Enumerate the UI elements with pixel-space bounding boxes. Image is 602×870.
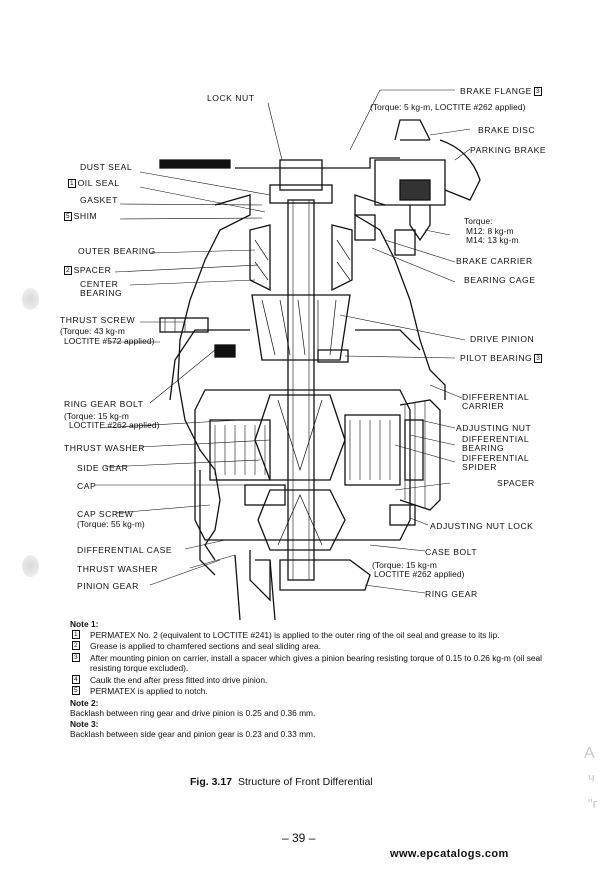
label-brake-carrier: BRAKE CARRIER [456, 256, 533, 266]
label-differential-case: DIFFERENTIAL CASE [77, 545, 173, 555]
scan-artifact: A [584, 745, 595, 762]
label-differential-spider-1: DIFFERENTIAL [462, 453, 530, 463]
note-mark: 3 [72, 652, 80, 662]
label-parking-brake: PARKING BRAKE [470, 145, 547, 155]
label-thrust-washer-1: THRUST WASHER [64, 443, 145, 453]
torque-right-2: M12: 8 kg-m [466, 226, 514, 236]
label-gasket: GASKET [80, 195, 118, 205]
label-cap-screw: CAP SCREW [77, 509, 134, 519]
label-case-bolt: CASE BOLT [425, 547, 478, 557]
label-bearing-cage: BEARING CAGE [464, 275, 536, 285]
thrust-screw-torque-1: (Torque: 43 kg-m [60, 326, 125, 336]
label-thrust-screw: THRUST SCREW [60, 315, 136, 325]
note3-title: Note 3: [70, 718, 99, 729]
note-mark-5: 5 [64, 212, 72, 221]
label-drive-pinion: DRIVE PINION [470, 334, 535, 344]
label-adjusting-nut-lock: ADJUSTING NUT LOCK [430, 521, 534, 531]
label-dust-seal: DUST SEAL [80, 162, 133, 172]
note-mark-2: 2 [64, 266, 72, 275]
label-differential-carrier-2: CARRIER [462, 401, 505, 411]
note-mark: 1 [72, 629, 80, 639]
label-side-gear: SIDE GEAR [77, 463, 129, 473]
note1-title: Note 1: [70, 619, 99, 629]
case-bolt-torque-1: (Torque: 15 kg-m [372, 560, 437, 570]
note-mark: 5 [72, 686, 80, 695]
label-differential-carrier-1: DIFFERENTIAL [462, 392, 530, 402]
label-differential-bearing-2: BEARING [462, 443, 505, 453]
torque-right-1: Torque: [464, 216, 493, 226]
scan-artifact: ч [588, 770, 595, 785]
note3-text: Backlash between side gear and pinion ge… [70, 729, 316, 739]
note-mark: 2 [72, 641, 80, 650]
label-ring-gear-bolt: RING GEAR BOLT [64, 399, 144, 409]
thrust-screw-torque-2: LOCTITE #572 applied) [64, 336, 155, 346]
label-center-bearing-2: BEARING [80, 288, 123, 298]
note2-text: Backlash between ring gear and drive pin… [70, 708, 316, 718]
label-cap: CAP [77, 481, 97, 491]
ring-gear-bolt-torque-2: LOCTITE #262 applied) [69, 420, 160, 430]
note2-title: Note 2: [70, 697, 99, 708]
label-thrust-washer-2: THRUST WASHER [77, 564, 158, 574]
ring-gear-bolt-torque-1: (Torque: 15 kg-m [64, 411, 129, 421]
label-differential-bearing-1: DIFFERENTIAL [462, 434, 530, 444]
note-mark: 4 [72, 674, 80, 684]
label-outer-bearing: OUTER BEARING [78, 246, 156, 256]
torque-right-3: M14: 13 kg-m [466, 235, 519, 245]
page-number: – 39 – [282, 831, 316, 845]
label-lock-nut: LOCK NUT [207, 93, 255, 103]
binder-hole [22, 555, 39, 577]
note-mark-1: 1 [68, 179, 76, 188]
note-mark-3: 3 [533, 87, 542, 96]
label-adjusting-nut: ADJUSTING NUT [456, 423, 532, 433]
website-watermark: www.epcatalogs.com [390, 848, 509, 860]
label-center-bearing-1: CENTER [80, 279, 119, 289]
label-differential-spider-2: SPIDER [462, 462, 497, 472]
label-ring-gear: RING GEAR [425, 589, 478, 599]
brake-flange-torque: (Torque: 5 kg-m, LOCTITE #262 applied) [370, 102, 526, 112]
label-brake-disc: BRAKE DISC [478, 125, 536, 135]
front-differential-drawing [95, 89, 481, 620]
note-mark-3b: 3 [534, 354, 542, 363]
scan-artifact: "г [588, 796, 598, 811]
label-pinion-gear: PINION GEAR [77, 581, 139, 591]
cap-screw-torque: (Torque: 55 kg-m) [77, 519, 145, 529]
label-spacer-right: SPACER [497, 478, 535, 488]
binder-hole [22, 288, 39, 310]
case-bolt-torque-2: LOCTITE #262 applied) [374, 569, 465, 579]
